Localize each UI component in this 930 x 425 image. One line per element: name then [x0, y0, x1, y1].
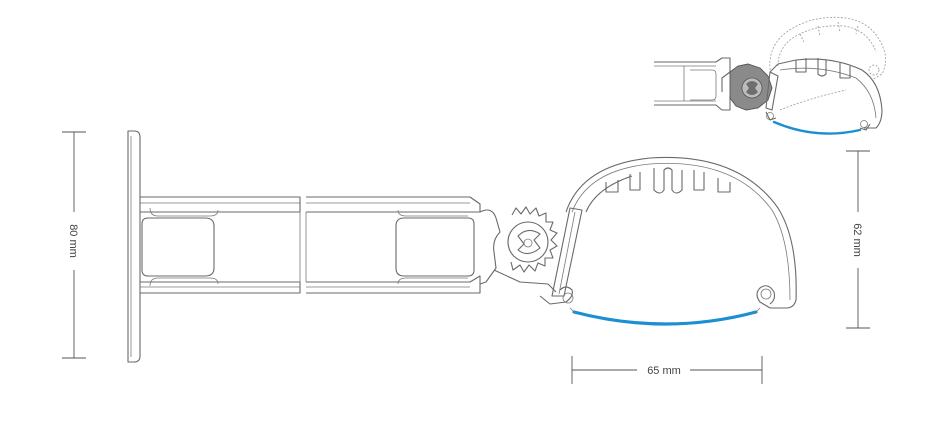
dimension-label-62mm: 62 mm: [851, 223, 863, 257]
diffuser-lens: [572, 310, 758, 326]
dimension-width-bottom: 65 mm: [571, 356, 763, 384]
dimension-height-left: 80 mm: [62, 131, 86, 359]
inset-diffuser-lens: [772, 120, 862, 135]
dimension-label-65mm: 65 mm: [647, 365, 681, 377]
dimension-label-80mm: 80 mm: [67, 224, 79, 258]
luminaire-head-main: [539, 156, 797, 326]
hinge-joint: [479, 206, 558, 293]
wall-mount-profile: [127, 130, 481, 363]
dimension-height-right: 62 mm: [846, 150, 870, 329]
inset-rotated-view: [654, 17, 886, 135]
